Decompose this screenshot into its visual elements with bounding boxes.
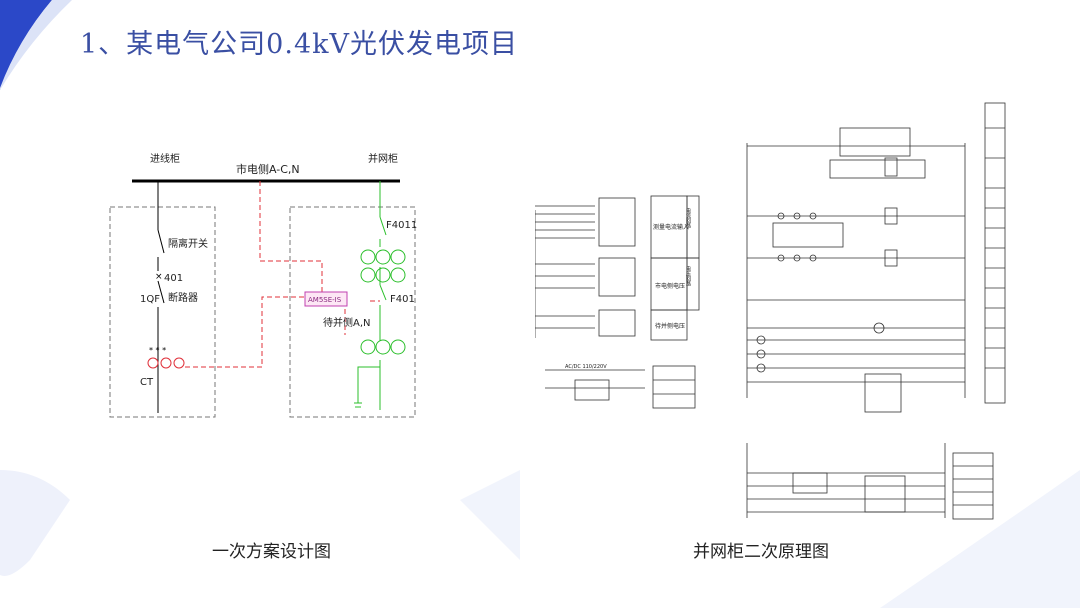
parallel-voltage-label: 待并侧电压 — [655, 322, 685, 330]
busbar-label: 市电侧A-C,N — [236, 162, 300, 176]
breaker-blade — [157, 280, 165, 304]
signal-wiring — [185, 181, 380, 368]
secondary-diagram: 测量电流输入 电流回路 市电侧电压 电压回路 待并侧电压 AC/DC 110/2… — [535, 102, 1006, 520]
grid-feeder — [354, 181, 406, 410]
measure-current-label: 测量电流输入 — [653, 223, 689, 231]
bg-shape-bottom-left — [0, 470, 70, 576]
parallel-side-label: 待并侧A,N — [323, 316, 371, 329]
device-label: AM5SE-IS — [308, 296, 342, 304]
auxiliary-schematic — [746, 443, 994, 520]
breaker-label: 断路器 — [168, 291, 198, 304]
svg-text:* * *: * * * — [149, 346, 166, 355]
isolator-label: 隔离开关 — [168, 237, 208, 250]
corner-triangle — [0, 0, 52, 90]
incoming-cabinet-box — [109, 206, 216, 418]
breaker-number: 401 — [164, 273, 183, 284]
acdc-label: AC/DC 110/220V — [565, 364, 607, 370]
grid-cabinet-label: 并网柜 — [368, 152, 398, 165]
breaker-cross: × — [155, 272, 163, 282]
incoming-cabinet-label: 进线柜 — [150, 152, 180, 165]
isolator-blade — [157, 229, 165, 254]
switch-mid-label: F401 — [390, 294, 415, 305]
current-loop-label: 电流回路 — [685, 207, 691, 229]
secondary-caption: 并网柜二次原理图 — [693, 542, 829, 562]
switch-top-label: F4011 — [386, 220, 417, 231]
slide-title: 1、某电气公司0.4kV光伏发电项目 — [80, 29, 518, 60]
ct-symbol: * * * — [147, 346, 185, 369]
measurement-block — [535, 195, 700, 341]
ct-label: CT — [140, 377, 154, 388]
grid-voltage-label: 市电侧电压 — [655, 282, 685, 290]
primary-caption: 一次方案设计图 — [212, 542, 331, 562]
primary-diagram: 进线柜 并网柜 市电侧A-C,N 隔离开关 × 401 1QF 断路器 * * … — [109, 152, 417, 418]
corner-decoration — [0, 0, 72, 90]
bg-shape-bottom-right — [880, 470, 1080, 608]
breaker-name: 1QF — [140, 294, 160, 305]
voltage-loop-label: 电压回路 — [685, 265, 691, 287]
control-schematic — [746, 102, 1006, 413]
bg-shape-bottom-center — [460, 470, 520, 560]
grid-cabinet-box — [289, 206, 416, 418]
power-block — [545, 365, 696, 409]
device-box — [304, 291, 348, 307]
